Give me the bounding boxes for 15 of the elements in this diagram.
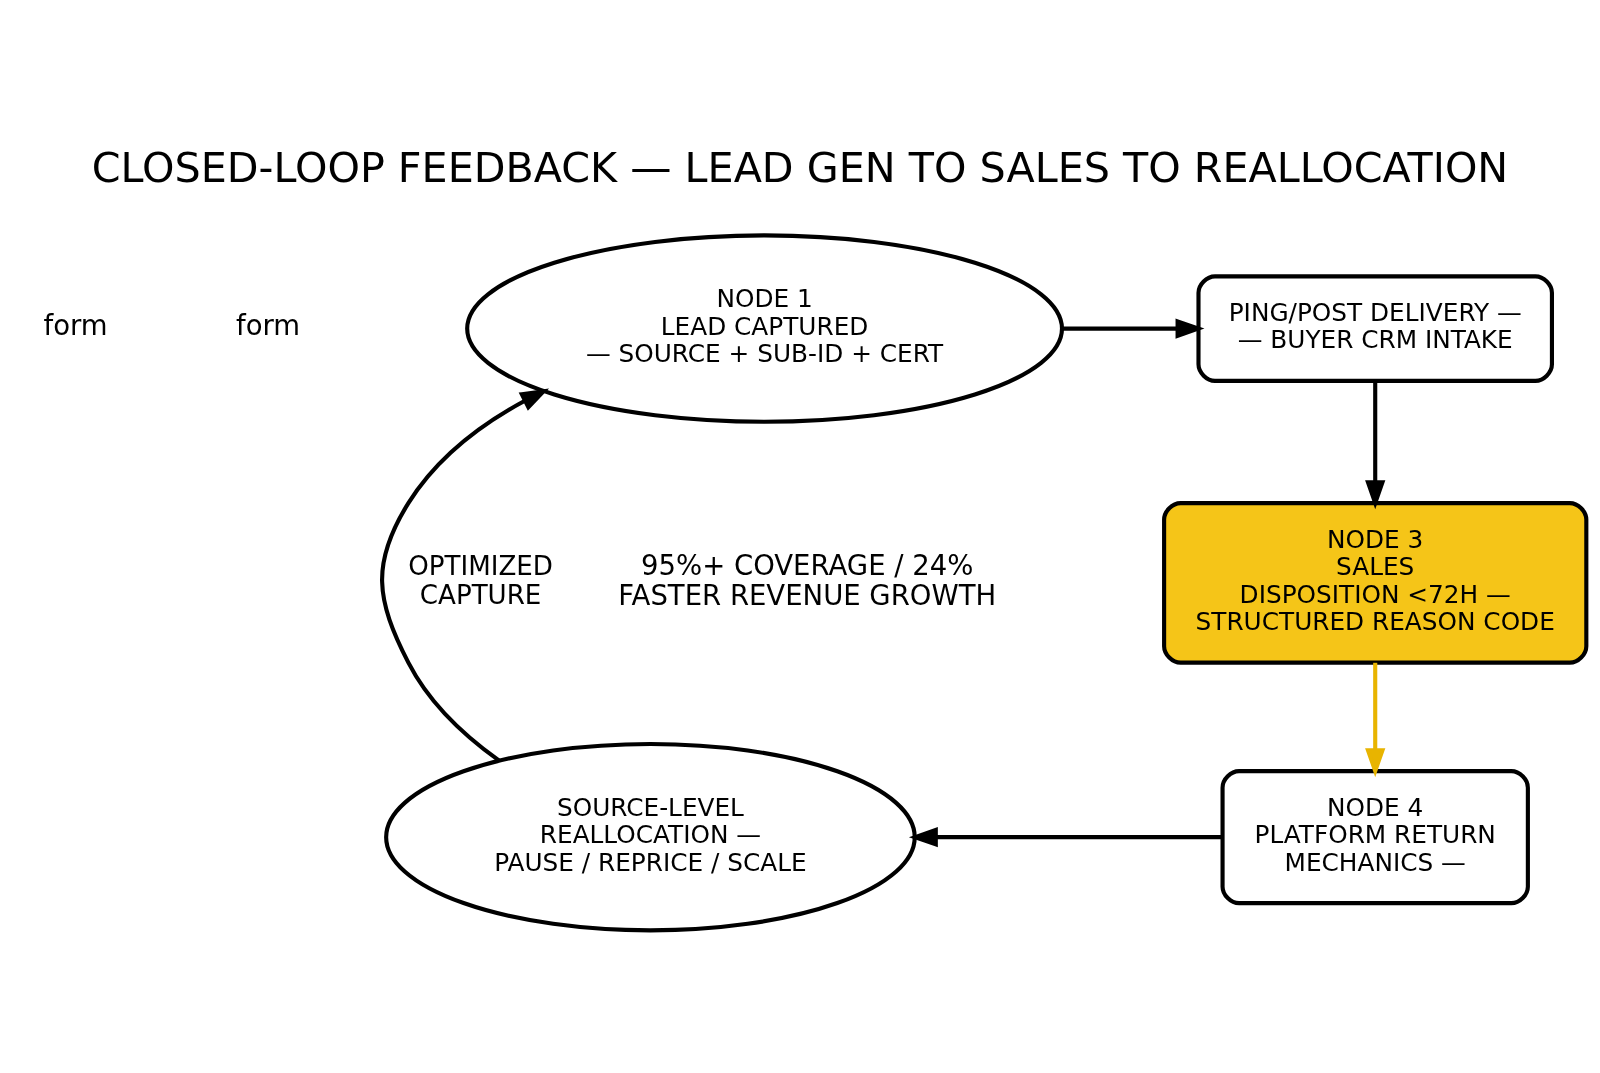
arrow — [380, 387, 550, 762]
label: 95%+ COVERAGE / 24% FASTER REVENUE GROWTH — [618, 548, 997, 611]
arrow — [1365, 380, 1386, 509]
arrow — [908, 826, 1223, 847]
label: form — [236, 308, 301, 341]
node-ellipse: SOURCE-LEVEL REALLOCATION — PAUSE / REPRICE / SCALE — [384, 741, 917, 932]
node-box: PING/POST DELIVERY — — BUYER CRM INTAKE — [1196, 273, 1554, 383]
arrow — [1062, 317, 1205, 339]
node-box: NODE 4 PLATFORM RETURN MECHANICS — — [1220, 768, 1530, 905]
arrow — [1365, 662, 1386, 777]
diagram-title: CLOSED-LOOP FEEDBACK — LEAD GEN TO SALES TO REALLOCATION — [91, 143, 1509, 192]
node-box: NODE 3 SALES DISPOSITION <72H — STRUCTURED REASON CODE — [1162, 500, 1589, 665]
edge-label: OPTIMIZED CAPTURE — [408, 550, 553, 610]
label: form — [43, 308, 108, 341]
node-ellipse: NODE 1 LEAD CAPTURED — SOURCE + SUB-ID + CERT — [465, 232, 1065, 424]
